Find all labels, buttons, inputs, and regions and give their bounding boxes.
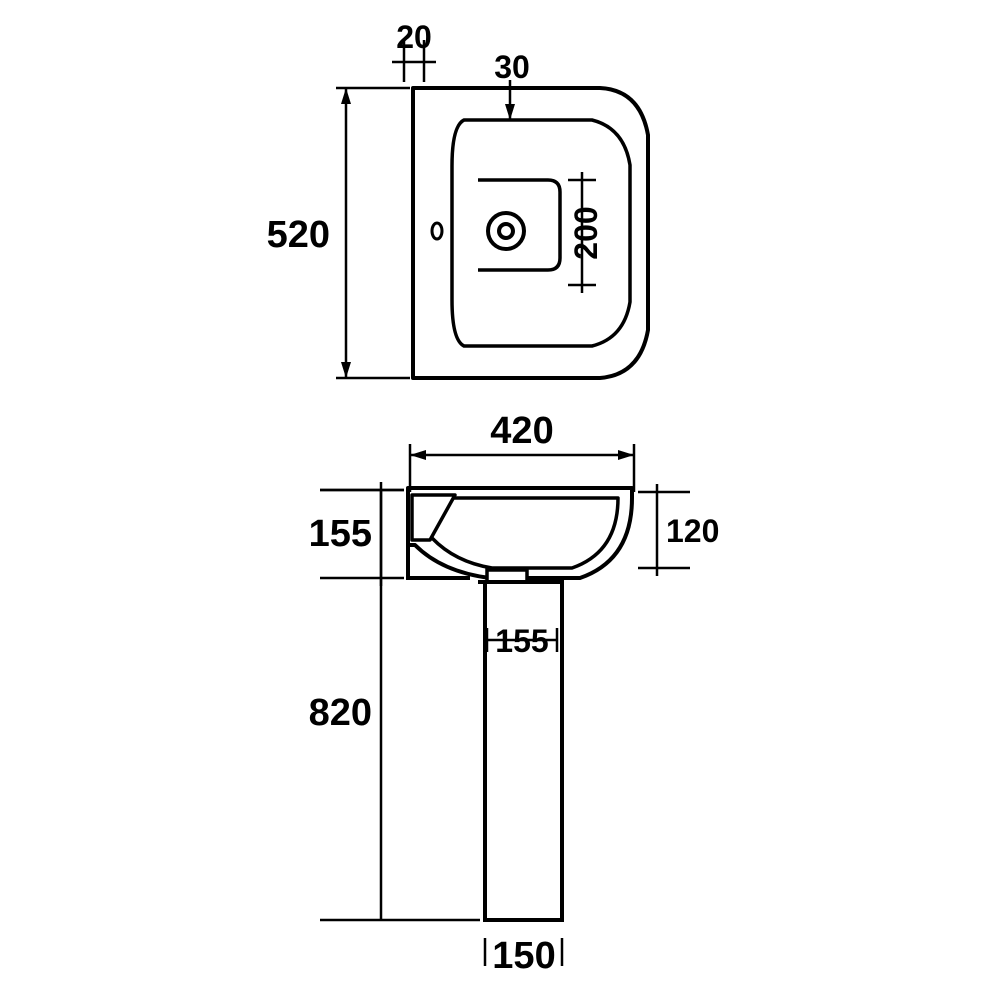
dim-label-155-height: 155 [309,513,372,555]
plan-view-group: 520 20 30 200 [267,19,650,380]
basin-front-inner-bowl [426,496,620,570]
overflow-slot [430,221,444,241]
dim-label-520: 520 [267,214,330,256]
dim-label-120: 120 [666,513,719,549]
dim-30-arrow [505,104,515,120]
basin-front-left-detail [410,493,457,542]
basin-plan-recess [478,178,562,272]
basin-front-left-edge [406,545,470,580]
dim-label-150: 150 [492,935,555,977]
dim-420-arrow-right [618,450,634,460]
dim-520-arrow-top [341,88,351,104]
dim-520-arrow-bottom [341,362,351,378]
dim-label-200: 200 [568,206,604,259]
front-view-group: 420 155 120 155 820 150 [309,410,720,977]
dim-420-arrow-left [410,450,426,460]
dim-label-820: 820 [309,692,372,734]
dim-label-30: 30 [494,49,530,85]
waste-outlet-inner [497,222,515,240]
dim-label-20: 20 [396,19,432,55]
dim-label-155-pedestal-width: 155 [495,623,548,659]
basin-plan-inner-bowl [450,118,632,348]
dim-label-420: 420 [490,410,553,452]
